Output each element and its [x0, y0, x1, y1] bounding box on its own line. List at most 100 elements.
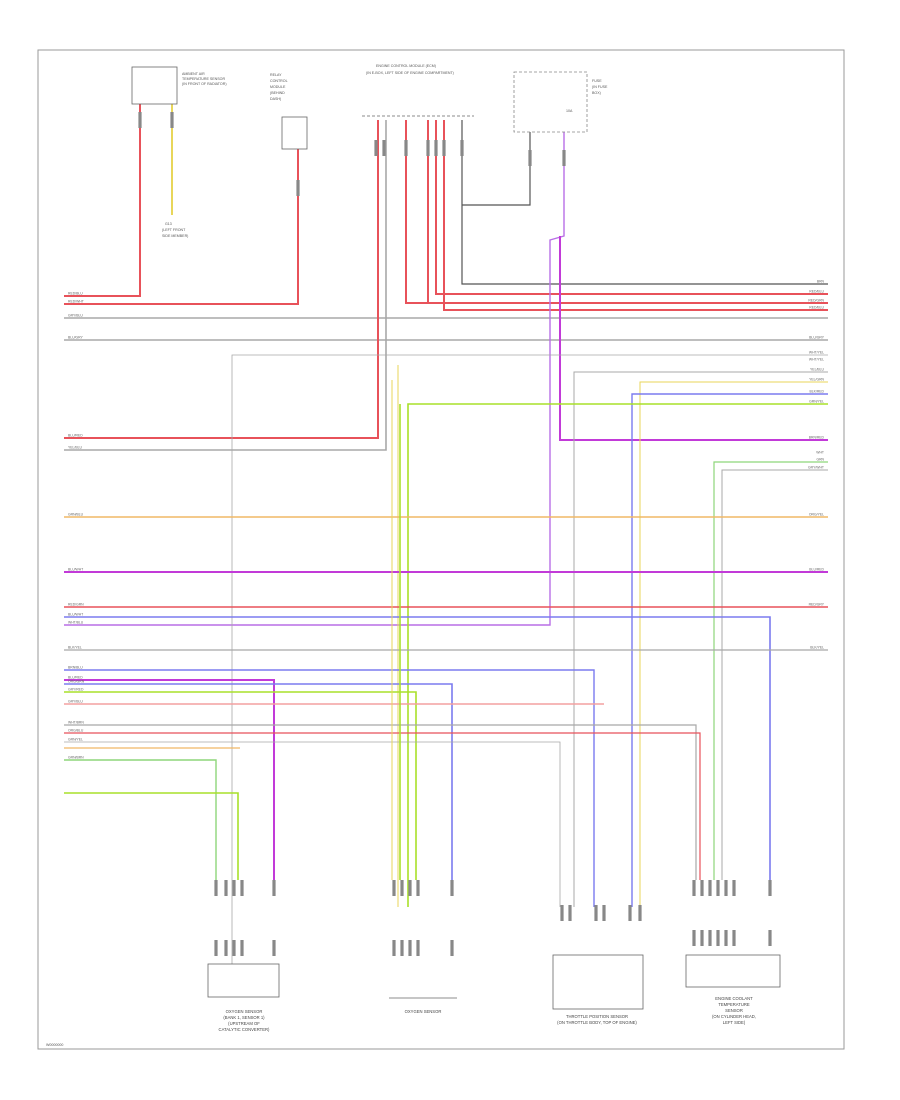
wire-label-left-7: BLU/WHT [68, 568, 83, 572]
connector-pin-ecm-2 [404, 140, 408, 156]
engine-coolant-sensor-caption-4: (ON CYLINDER HEAD, [712, 1014, 756, 1019]
wire-label-right-17: RED/GRY [809, 603, 825, 607]
relay-control-module-caption-2: CONTROL [270, 79, 288, 83]
wire-lime-793 [64, 792, 239, 880]
oxygen-sensor-1-box [207, 963, 280, 998]
engine-coolant-sensor-caption-5: LEFT SIDE) [723, 1020, 746, 1025]
connector-pin-o2s1-2 [232, 880, 236, 896]
connector-pin-o2s2-lower-2 [408, 940, 412, 956]
relay-control-module-box [281, 116, 308, 150]
connector-pin-ambient-1 [170, 112, 174, 128]
wire-label-left-16: GRY/BLU [68, 700, 83, 704]
connector-pin-o2s1-lower-3 [240, 940, 244, 956]
wire-label-left-10: WHT/BLU [68, 621, 84, 625]
wire-label-right-15: ORG/YEL [809, 513, 824, 517]
connector-pin-throttle-4 [628, 905, 632, 921]
fuse-caption-3: BOX) [592, 91, 601, 95]
wire-label-right-4: BLU/GRY [809, 336, 825, 340]
wire-label-left-1: RED/WHT [68, 300, 84, 304]
wire-label-left-19: GRN/YEL [68, 738, 83, 742]
wire-layer [64, 104, 828, 964]
wire-grn-462 [713, 461, 828, 880]
wire-grey-372 [573, 371, 828, 907]
fuse-rating: 10A [566, 109, 573, 113]
connector-pin-ect-lower-4 [724, 930, 728, 946]
wire-grey-450 [64, 120, 387, 451]
wire-label-right-18: BLK/YEL [810, 646, 824, 650]
wire-label-right-5: WHT/YEL [809, 351, 824, 355]
wire-blu-684 [64, 683, 453, 880]
wire-label-right-10: GRN/YEL [809, 400, 824, 404]
wire-dark-fuse [462, 132, 531, 206]
relay-control-module-caption-3: MODULE [270, 85, 286, 89]
connector-pin-o2s1-1 [224, 880, 228, 896]
wire-label-right-12: WHT [816, 451, 824, 455]
connector-pin-ect-2 [708, 880, 712, 896]
connector-pin-throttle-2 [594, 905, 598, 921]
wire-lime-692 [64, 691, 417, 880]
wire-label-right-3: RED/BLU [809, 306, 824, 310]
connector-pin-fuse-0 [528, 150, 532, 166]
connector-layer [138, 112, 772, 956]
wire-grey-355 [231, 354, 828, 964]
wire-label-left-15: GRY/RED [68, 688, 84, 692]
label-layer: RED/BLU RED/WHT GRY/BLU BLU/GRY BLU/RED YEL/B… [68, 280, 825, 760]
connector-pin-o2s2-lower-3 [416, 940, 420, 956]
relay-control-module-caption-4: (BEHIND [270, 91, 285, 95]
ground-label-1: G13 [165, 222, 172, 226]
connector-pin-o2s2-lower-1 [400, 940, 404, 956]
connector-pin-throttle-0 [560, 905, 564, 921]
fuse-caption-1: FUSE [592, 79, 602, 83]
connector-pin-o2s2-2 [408, 880, 412, 896]
connector-pin-ect-6 [768, 880, 772, 896]
connector-pin-ect-0 [692, 880, 696, 896]
wire-label-left-20: GRN/BRN [68, 756, 84, 760]
wire-red-310 [443, 120, 828, 311]
wire-red-438 [64, 120, 379, 439]
connector-pin-fuse-1 [562, 150, 566, 166]
wire-label-right-0: BRN [817, 280, 825, 284]
footer-code: W0000000 [46, 1043, 63, 1047]
connector-pin-throttle-1 [568, 905, 572, 921]
wire-label-left-14: ORG/GRN [68, 680, 85, 684]
wire-label-right-13: GRN [816, 458, 824, 462]
connector-pin-o2s2-3 [416, 880, 420, 896]
wire-mag-680 [64, 679, 275, 880]
connector-pin-ect-lower-1 [700, 930, 704, 946]
connector-pin-o2s2-1 [400, 880, 404, 896]
connector-pin-ect-lower-0 [692, 930, 696, 946]
connector-pin-o2s2-lower-4 [450, 940, 454, 956]
connector-pin-ect-5 [732, 880, 736, 896]
ambient-air-temp-sensor-caption-1: AMBIENT AIR [182, 72, 205, 76]
connector-pin-o2s1-lower-2 [232, 940, 236, 956]
wire-label-right-7: YEL/BLU [810, 368, 824, 372]
connector-pin-throttle-3 [602, 905, 606, 921]
wire-label-left-3: BLU/GRY [68, 336, 84, 340]
diagram-frame [37, 49, 845, 1050]
connector-pin-ecm-0 [374, 140, 378, 156]
wire-label-right-16: BLU/RED [809, 568, 824, 572]
connector-pin-o2s1-lower-1 [224, 940, 228, 956]
wire-label-left-9: BLU/WHT [68, 613, 83, 617]
wire-label-left-2: GRY/BLU [68, 314, 83, 318]
throttle-sensor-caption-2: (ON THROTTLE BODY, TOP OF ENGINE) [557, 1020, 637, 1025]
wire-label-right-2: RED/GRN [808, 299, 824, 303]
wire-red-294 [435, 120, 828, 295]
connector-pin-ect-lower-6 [768, 930, 772, 946]
connector-pin-ecm-6 [460, 140, 464, 156]
wire-red-303 [405, 120, 828, 304]
wire-label-right-14: GRY/WHT [808, 466, 824, 470]
ambient-air-temp-sensor-caption-2: TEMPERATURE SENSOR [182, 77, 225, 81]
wire-label-left-18: ORG/BLU [68, 729, 84, 733]
fuse-caption-2: (IN FUSE [592, 85, 608, 89]
oxygen-sensor-1-caption-4: CATALYTIC CONVERTER) [219, 1027, 270, 1032]
wire-red-733 [64, 732, 701, 880]
wire-mag-440 [559, 236, 828, 441]
wire-lime-404 [407, 403, 828, 907]
wire-label-left-5: YEL/BLU [68, 446, 82, 450]
connector-pin-ecm-4 [434, 140, 438, 156]
oxygen-sensor-2-caption-1: OXYGEN SENSOR [405, 1009, 442, 1014]
connector-pin-o2s2-0 [392, 880, 396, 896]
connector-pin-o2s2-lower-0 [392, 940, 396, 956]
